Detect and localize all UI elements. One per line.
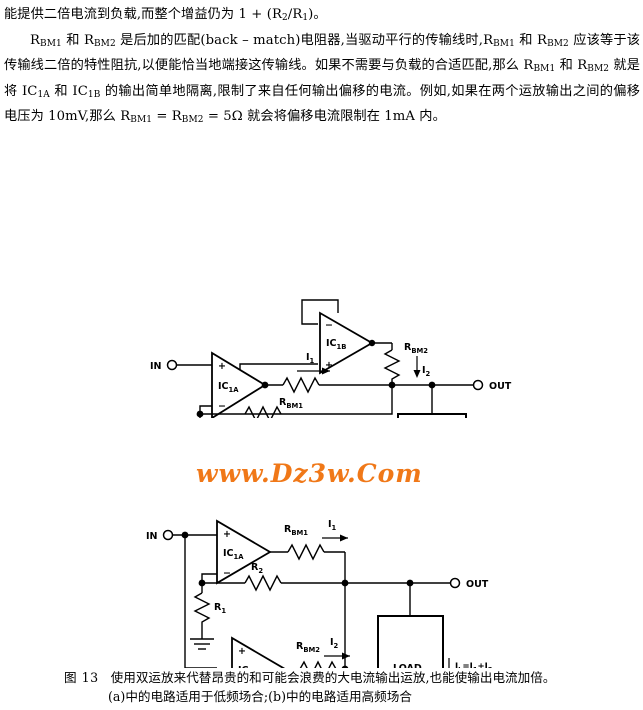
opamp-ic1a-minus-b: − xyxy=(223,568,231,579)
input-terminal-a xyxy=(166,359,178,371)
resistor-r2-symbol-a xyxy=(244,405,282,418)
opamp-ic1b-symbol-b xyxy=(231,636,286,668)
figure-area: IC1B − + IC1A + − IN RBM1 xyxy=(0,128,643,668)
resistor-rbm2-symbol-b xyxy=(299,660,337,668)
output-label-a: OUT xyxy=(489,381,512,392)
circuit-diagram-b-lower: R2 R1 (b) xyxy=(0,386,643,668)
load-box-b xyxy=(377,615,444,668)
output-terminal-b xyxy=(449,577,461,589)
circuit-diagram-a: IC1B − + IC1A + − IN RBM1 xyxy=(150,299,512,418)
figure-caption: 图 13 使用双运放来代替昂贵的和可能会浪费的大电流输出运放,也能使输出电流加倍… xyxy=(64,668,624,706)
opamp-ic1a-plus-b: + xyxy=(223,529,231,540)
current-i1-arrow-b xyxy=(340,534,348,542)
output-terminal-a xyxy=(472,379,484,391)
current-i1-arrow-a xyxy=(322,367,330,375)
resistor-rbm1-symbol-a xyxy=(282,376,320,394)
load-label-b: LOAD xyxy=(393,663,422,668)
input-label-a: IN xyxy=(150,361,162,372)
body-text-block: 能提供二倍电流到负载,而整个增益仍为 1 + (R2/R1)。 RBM1 和 R… xyxy=(4,4,640,132)
resistor-rbm1-symbol-b xyxy=(287,543,325,561)
opamp-ic1b-symbol-a xyxy=(319,311,374,375)
opamp-ic1b-plus-b: + xyxy=(238,646,246,657)
paragraph-1: 能提供二倍电流到负载,而整个增益仍为 1 + (R2/R1)。 xyxy=(4,7,327,24)
opamp-ic1a-symbol-b xyxy=(216,519,272,585)
caption-figure-number: 图 13 xyxy=(64,670,99,685)
current-i2-label-a: I2 xyxy=(422,365,431,378)
current-i1-label-a: I1 xyxy=(306,352,315,365)
opamp-ic1a-minus-a: − xyxy=(218,401,226,412)
opamp-ic1b-label-b: IC1B xyxy=(238,665,258,668)
circuit-diagram-b: IN IC1A + − RBM1 I1 xyxy=(146,519,493,668)
output-label-b: OUT xyxy=(466,579,489,590)
caption-text-1: 使用双运放来代替昂贵的和可能会浪费的大电流输出运放,也能使输出电流加倍。 xyxy=(110,670,556,685)
current-i2-arrow-a xyxy=(413,370,421,378)
caption-line-2: (a)中的电路适用于低频场合;(b)中的电路适用高频场合 xyxy=(108,689,412,704)
input-terminal-b xyxy=(162,529,174,541)
resistor-r1-upper-symbol-b xyxy=(193,592,211,639)
load-box-a xyxy=(397,413,467,418)
opamp-ic1b-plus-a: + xyxy=(325,360,333,371)
opamp-ic1a-symbol-a xyxy=(211,351,267,418)
opamp-ic1b-minus-a: − xyxy=(325,320,333,331)
paragraph-2: RBM1 和 RBM2 是后加的匹配(back – match)电阻器,当驱动平… xyxy=(4,32,641,126)
caption-line-1: 图 13 使用双运放来代替昂贵的和可能会浪费的大电流输出运放,也能使输出电流加倍… xyxy=(64,668,624,687)
opamp-ic1a-plus-a: + xyxy=(218,361,226,372)
node-ic1b-output-a xyxy=(368,339,376,347)
current-i2-label-b: I2 xyxy=(330,637,339,650)
resistor-rbm2-symbol-a xyxy=(383,349,401,385)
resistor-rbm2-label-a: RBM2 xyxy=(404,342,428,355)
current-i1-label-b: I1 xyxy=(328,519,337,532)
current-i2-arrow-b xyxy=(342,652,350,660)
input-label-b: IN xyxy=(146,531,158,542)
resistor-r2-upper-symbol-b xyxy=(244,574,282,592)
